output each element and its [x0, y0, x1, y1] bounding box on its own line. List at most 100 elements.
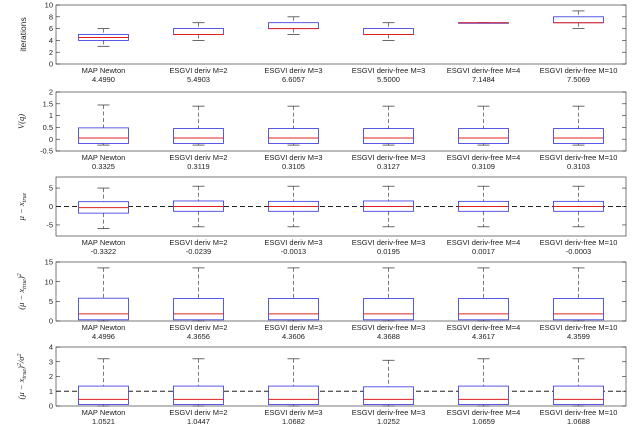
y-tick-label: 15 — [45, 258, 53, 267]
box-3 — [268, 185, 319, 228]
y-tick-label: 5 — [49, 297, 53, 306]
category-label: ESGVI deriv-free M=10 — [540, 238, 618, 247]
y-tick-label: 1.5 — [43, 99, 53, 108]
category-label: ESGVI deriv M=2 — [169, 408, 227, 417]
y-tick-label: 6 — [49, 24, 53, 33]
plot-frame — [55, 91, 627, 152]
y-tick-label: 0 — [49, 135, 53, 144]
category-label: ESGVI deriv M=3 — [264, 323, 322, 332]
box-5 — [458, 105, 509, 146]
y-tick-label: -5 — [46, 221, 53, 230]
box-4 — [363, 359, 414, 407]
y-tick-label: 3 — [49, 357, 53, 366]
mean-value-label: 1.0688 — [567, 417, 590, 426]
box-2 — [173, 105, 224, 146]
box-iqr — [173, 28, 224, 35]
y-tick-label: 4 — [49, 343, 53, 352]
box-iqr — [458, 298, 509, 321]
plot-frame — [55, 4, 627, 65]
category-label: ESGVI deriv-free M=3 — [352, 66, 426, 75]
y-tick-label: 0 — [49, 202, 53, 211]
box-3 — [268, 358, 319, 407]
box-iqr — [78, 127, 129, 144]
box-iqr — [553, 298, 604, 321]
box-iqr — [268, 22, 319, 30]
box-iqr — [363, 386, 414, 405]
mean-value-label: 4.3688 — [377, 332, 400, 341]
box-3 — [268, 267, 319, 322]
category-label: ESGVI deriv-free M=4 — [447, 66, 521, 75]
box-iqr — [363, 28, 414, 35]
mean-value-label: 0.3109 — [472, 162, 495, 171]
y-tick-label: 2 — [49, 88, 53, 97]
mean-value-label: 6.6057 — [282, 75, 305, 84]
mean-value-label: 0.0195 — [377, 247, 400, 256]
y-tick-label: 0 — [49, 317, 53, 326]
y-tick-label: 8 — [49, 12, 53, 21]
y-tick-label: -0.5 — [40, 147, 53, 156]
mean-value-label: -0.0013 — [281, 247, 306, 256]
box-1 — [78, 28, 129, 47]
mean-value-label: 4.3656 — [187, 332, 210, 341]
y-axis-label: (μ − xtrue)2/σ2 — [16, 354, 28, 400]
y-tick-label: 0.5 — [43, 123, 53, 132]
y-tick-label: 0 — [49, 60, 53, 69]
box-iqr — [78, 385, 129, 405]
category-label: ESGVI deriv-free M=3 — [352, 408, 426, 417]
mean-value-label: 4.4990 — [92, 75, 115, 84]
box-2 — [173, 358, 224, 407]
y-tick-label: 1 — [49, 111, 53, 120]
box-2 — [173, 22, 224, 41]
mean-value-label: 0.3119 — [187, 162, 209, 171]
box-2 — [173, 185, 224, 228]
box-iqr — [268, 298, 319, 321]
box-1 — [78, 104, 129, 146]
category-label: ESGVI deriv-free M=4 — [447, 153, 521, 162]
category-label: ESGVI deriv M=2 — [169, 153, 227, 162]
category-label: ESGVI deriv-free M=10 — [540, 408, 618, 417]
mean-value-label: 1.0682 — [282, 417, 305, 426]
box-5 — [458, 358, 509, 407]
y-axis-label: μ − xtrue — [16, 192, 28, 221]
box-5 — [458, 185, 509, 228]
box-1 — [78, 267, 129, 322]
plot-frame — [55, 346, 627, 407]
mean-value-label: 4.3599 — [567, 332, 590, 341]
box-6 — [553, 185, 604, 228]
y-tick-label: 1 — [49, 387, 53, 396]
mean-value-label: -0.0003 — [566, 247, 591, 256]
mean-value-label: 0.3127 — [377, 162, 400, 171]
box-3 — [268, 105, 319, 146]
category-label: ESGVI deriv-free M=10 — [540, 323, 618, 332]
box-1 — [78, 187, 129, 230]
box-6 — [553, 105, 604, 146]
mean-value-label: 0.3103 — [567, 162, 590, 171]
mean-value-label: 7.1484 — [472, 75, 495, 84]
y-axis-label: V(q) — [16, 114, 26, 129]
box-4 — [363, 105, 414, 146]
category-label: ESGVI deriv-free M=10 — [540, 66, 618, 75]
plot-frame — [55, 261, 627, 322]
category-label: ESGVI deriv-free M=3 — [352, 238, 426, 247]
box-2 — [173, 267, 224, 322]
box-6 — [553, 358, 604, 407]
box-iqr — [173, 385, 224, 405]
box-5 — [458, 22, 509, 24]
mean-value-label: 1.0521 — [92, 417, 115, 426]
category-label: ESGVI deriv M=2 — [169, 66, 227, 75]
y-tick-label: 0 — [49, 402, 53, 411]
y-tick-label: 2 — [49, 48, 53, 57]
mean-value-label: 7.5069 — [567, 75, 590, 84]
box-1 — [78, 358, 129, 407]
mean-value-label: 1.0447 — [187, 417, 210, 426]
category-label: ESGVI deriv-free M=3 — [352, 323, 426, 332]
category-label: ESGVI deriv M=3 — [264, 153, 322, 162]
mean-value-label: 0.0017 — [472, 247, 495, 256]
mean-value-label: 0.3325 — [92, 162, 115, 171]
mean-value-label: 1.0252 — [377, 417, 400, 426]
category-label: ESGVI deriv M=2 — [169, 323, 227, 332]
box-iqr — [268, 128, 319, 144]
